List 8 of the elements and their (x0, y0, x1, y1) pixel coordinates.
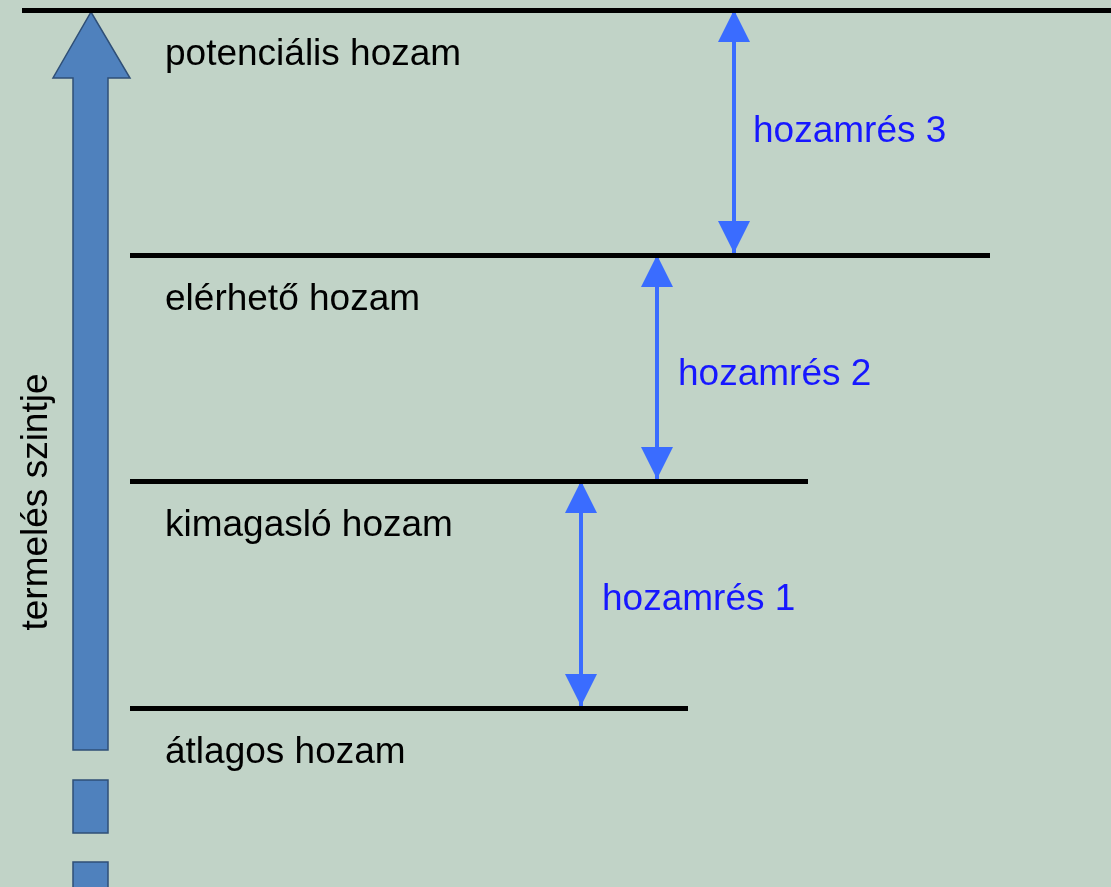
level-label: kimagasló hozam (165, 504, 453, 545)
double-arrow (641, 255, 673, 479)
level-label: potenciális hozam (165, 33, 462, 74)
level-label: elérhető hozam (165, 278, 421, 319)
double-arrow (718, 10, 750, 253)
double-arrow (565, 481, 597, 706)
axis-label: termelés szintje (14, 373, 56, 631)
level-label: átlagos hozam (165, 731, 406, 772)
